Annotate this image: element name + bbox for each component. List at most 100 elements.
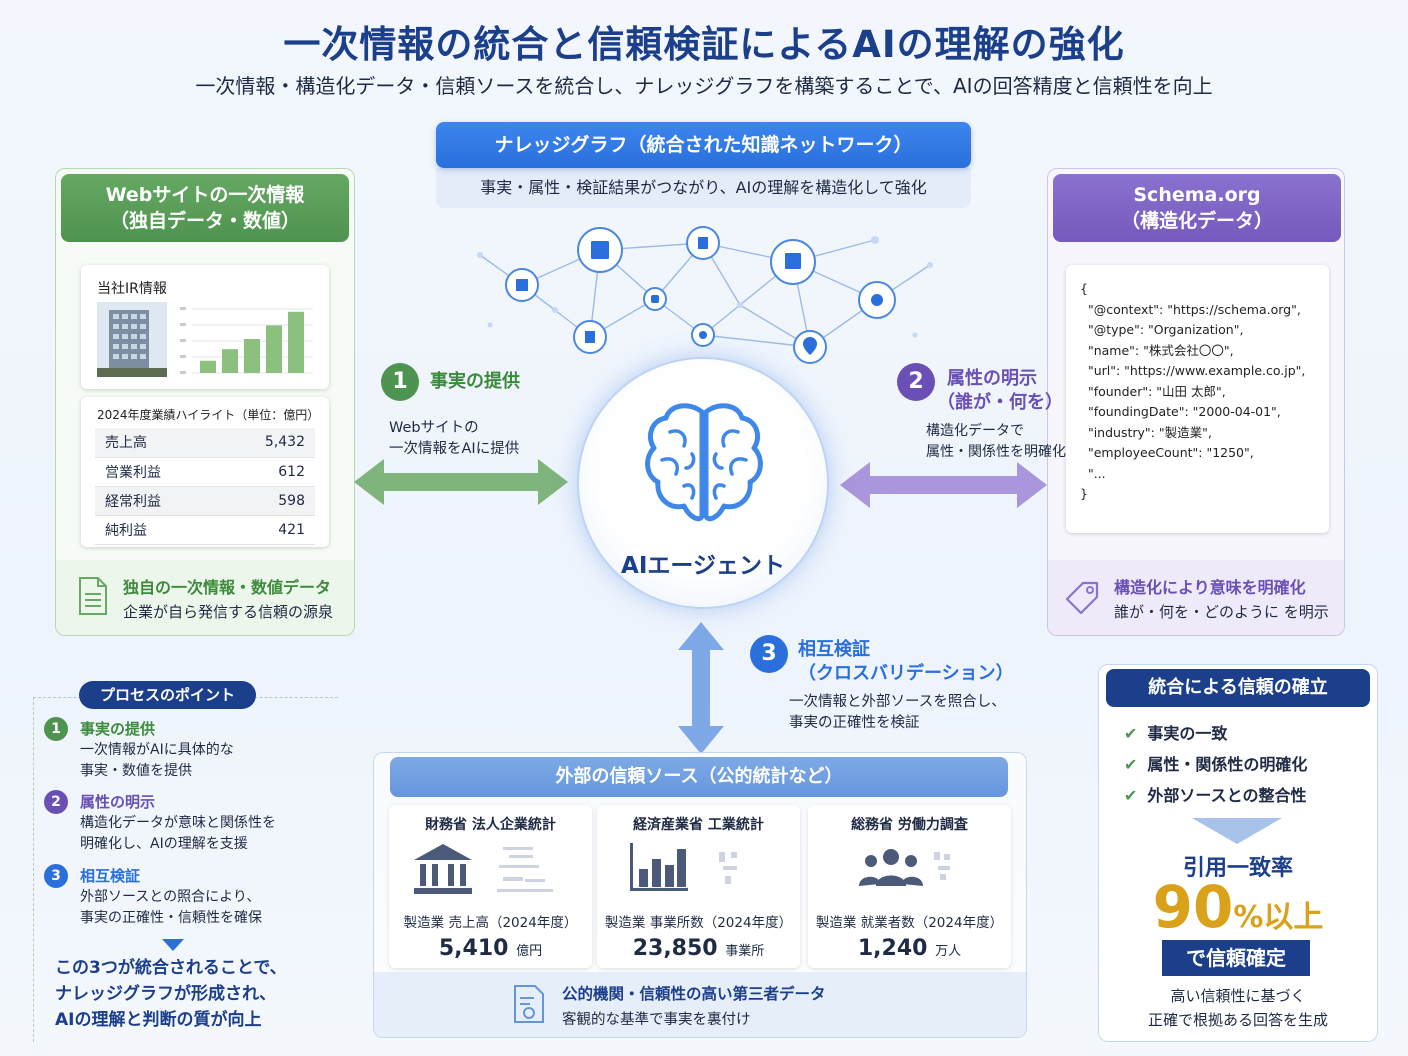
step2-title-line1: 属性の明示 [947,368,1037,389]
down-triangle-icon [162,939,184,951]
rate-number: 90 [1152,873,1234,941]
step3-title-line2: （クロスバリデーション） [798,663,1014,684]
step2-title-line2: （誰が・何を） [937,392,1063,413]
tag-icon [1065,581,1099,615]
certificate-icon [514,985,544,1023]
step3-number: 3 [750,635,788,673]
trust-foot-line1: 高い信頼性に基づく [1170,987,1306,1005]
rate-value: 90%以上 [1098,872,1378,953]
point2-desc-line1: 構造化データが意味と関係性を [80,815,276,831]
row-label: 売上高 [95,428,218,458]
row-value: 5,432 [217,428,315,458]
blurred-figure-icon [934,852,950,880]
left-header-line1: Webサイトの一次情報 [105,184,305,206]
row-value: 612 [217,457,315,487]
point1-number: 1 [44,717,68,741]
step3-desc: 一次情報と外部ソースを照合し、 事実の正確性を検証 [789,692,1006,734]
external-footer [374,972,1026,1037]
blurred-chart-icon [497,847,553,892]
process-points-header: プロセスのポイント [79,681,256,709]
check-item: ✔外部ソースとの整合性 [1124,782,1306,806]
axis-tick [180,355,186,358]
purple-double-arrow [840,462,1047,508]
schema-code-card [1066,265,1329,533]
point2-title: 属性の明示 [80,793,156,811]
left-footer-desc: 企業が自ら発信する信頼の源泉 [123,603,334,621]
source-label: 製造業 事業所数（2024年度） [604,915,793,931]
blue-vertical-arrow [678,622,724,754]
ir-bar-chart [180,307,313,374]
axis-tick [180,371,186,374]
source-value: 1,240 万人 [808,936,1011,961]
bar [222,349,238,373]
code-line: "foundingDate": "2000-04-01", [1080,404,1281,419]
code-line: "url": "https://www.example.co.jp", [1080,363,1306,378]
point3-number: 3 [44,864,68,888]
green-double-arrow [354,459,568,505]
step3-title: 相互検証 （クロスバリデーション） [798,638,1014,686]
axis-tick [180,307,186,310]
bank-icon [414,844,472,894]
source-label: 製造業 就業者数（2024年度） [815,915,1004,931]
trust-box [1098,664,1378,1042]
source-value-number: 23,850 [632,936,718,961]
step3-desc-line2: 事実の正確性を検証 [789,715,920,731]
conclusion-line2: ナレッジグラフが形成され、 [55,984,277,1004]
ai-agent-label: AIエージェント [621,553,785,579]
code-line: "@context": "https://schema.org", [1080,301,1301,317]
ir-title: 当社IR情報 [97,281,167,297]
conclusion-line1: この3つが統合されることで、 [55,958,287,978]
point3-desc-line1: 外部ソースとの照合により、 [80,889,261,905]
row-label: 経常利益 [95,486,218,516]
trust-foot-line2: 正確で根拠ある回答を生成 [1147,1011,1328,1029]
point2-desc: 構造化データが意味と関係性を 明確化し、AIの理解を支援 [80,813,276,855]
source-title: 財務省 法人企業統計 [425,817,556,833]
source-value: 23,850 事業所 [597,936,800,961]
axis-tick [180,339,186,342]
axis-tick [180,323,186,326]
trust-header: 統合による信頼の確立 [1106,669,1370,707]
code-line: "... [1080,465,1106,481]
external-footer-title: 公的機関・信頼性の高い第三者データ [562,985,826,1003]
page-title: 一次情報の統合と信頼検証によるAIの理解の強化 [283,23,1125,66]
source-card-mic [808,805,1011,968]
code-line: "founder": "山田 太郎", [1080,383,1226,399]
rate-label: 引用一致率 [1182,856,1293,881]
right-header-line2: （構造化データ） [1120,210,1273,232]
source-value-number: 5,410 [438,936,509,961]
source-value-unit: 億円 [516,944,543,959]
source-value-unit: 事業所 [725,944,765,959]
source-card-mof [389,805,592,968]
point1-title: 事実の提供 [80,720,156,738]
performance-table-title: 2024年度業績ハイライト（単位：億円） [97,408,320,422]
code-line: } [1080,486,1088,501]
source-value-number: 1,240 [857,936,928,961]
right-footer-desc: 誰が・何を・どのように を明示 [1114,603,1329,621]
point3-title: 相互検証 [80,867,141,885]
trust-confirmed-badge: で信頼確定 [1162,940,1310,976]
code-line: { [1080,281,1088,296]
code-line: "@type": "Organization", [1080,322,1244,337]
external-sources-header: 外部の信頼ソース（公的統計など） [390,757,1008,797]
right-header-line1: Schema.org [1133,184,1261,206]
step2-title: 属性の明示 （誰が・何を） [937,367,1063,415]
page-subtitle: 一次情報・構造化データ・信頼ソースを統合し、ナレッジグラフを構築することで、AI… [195,74,1213,98]
check-icon: ✔ [1124,724,1138,743]
knowledge-graph-description: 事実・属性・検証結果がつながり、AIの理解を構造化して強化 [436,168,971,208]
check-label: 属性・関係性の明確化 [1147,755,1308,774]
point2-desc-line2: 明確化し、AIの理解を支援 [80,836,248,852]
check-icon: ✔ [1124,786,1138,805]
building-image [97,302,167,377]
point1-desc-line2: 事実・数値を提供 [80,763,192,779]
step1-desc: Webサイトの 一次情報をAIに提供 [389,418,519,460]
row-value: 421 [217,515,315,545]
point3-desc: 外部ソースとの照合により、 事実の正確性・信頼性を確保 [80,887,262,929]
step1-title: 事実の提供 [430,371,520,392]
step2-desc-line2: 属性・関係性を明確化 [926,444,1066,460]
step2-desc: 構造化データで 属性・関係性を明確化 [926,421,1066,463]
